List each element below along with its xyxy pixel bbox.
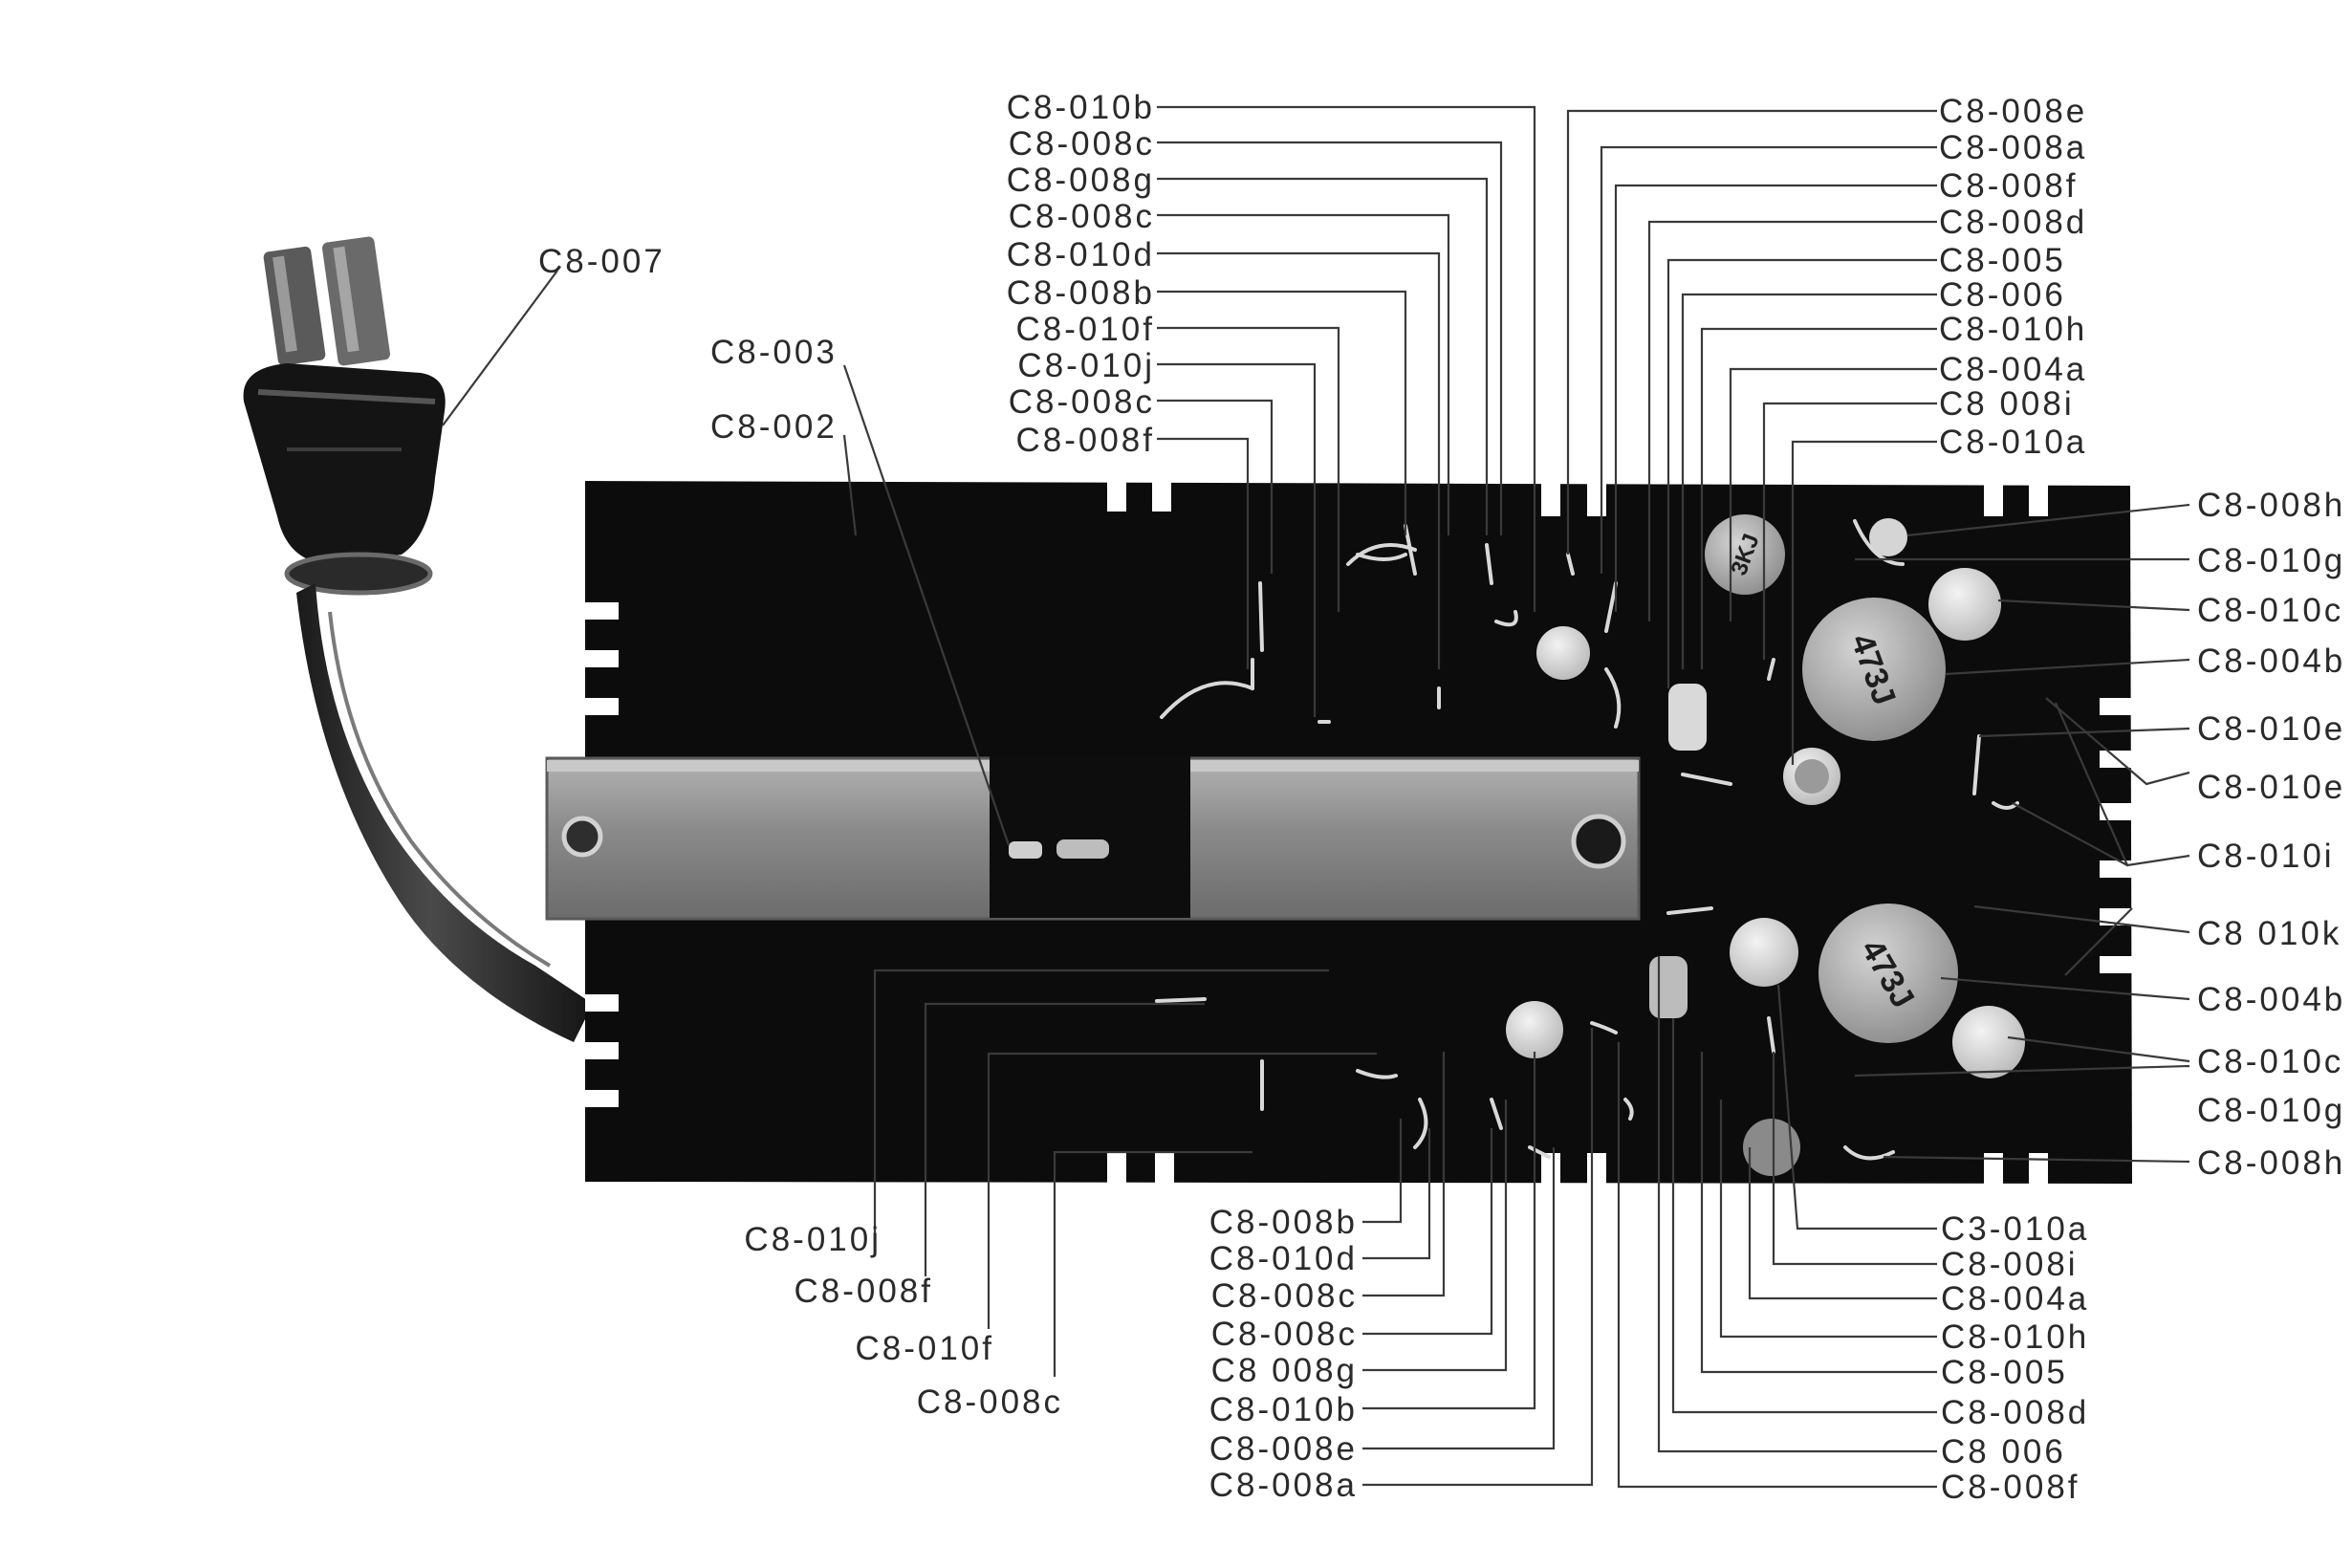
right-label: C8-010e (2197, 710, 2345, 748)
bottom-center-labels: C8-008b C8-010d C8-008c C8-008c C8 008g … (1209, 1204, 1358, 1504)
top-left-label: C8-008b (1007, 274, 1155, 312)
right-labels: C8-008h C8-010g C8-010c C8-004b C8-010e … (2197, 487, 2345, 1182)
top-right-label: C8-008a (1939, 129, 2087, 166)
bottom-left-label: C8-008f (794, 1273, 933, 1310)
right-label: C8-010i (2197, 838, 2335, 875)
bottom-center-label: C8-008c (1211, 1277, 1358, 1315)
top-right-label: C8-004a (1939, 351, 2087, 388)
leader-lines (442, 105, 2190, 1489)
right-label: C8-010c (2197, 592, 2343, 629)
bottom-center-label: C8 008g (1211, 1352, 1358, 1389)
bottom-center-label: C8-008c (1211, 1316, 1358, 1353)
capacitor-upper: 473J (1802, 598, 1946, 741)
top-left-labels: C8-010b C8-008c C8-008g C8-008c C8-010d … (1007, 89, 1155, 459)
top-left-label: C8-008c (1009, 125, 1155, 163)
bottom-left-labels: C8-010j C8-008f C8-010f C8-008c (744, 1221, 1063, 1421)
right-label: C8-004b (2197, 642, 2345, 680)
top-right-label: C8 008i (1939, 385, 2075, 423)
ceramic-disc (1952, 1006, 2025, 1078)
ceramic-disc (1506, 1001, 1563, 1058)
bottom-right-label: C8-010h (1941, 1318, 2089, 1356)
bottom-left-label: C8-010j (744, 1221, 882, 1258)
components: 473J 473J 3KJ (1155, 514, 2025, 1176)
top-right-label: C8-010a (1939, 424, 2087, 461)
top-right-label: C8-008e (1939, 93, 2087, 130)
board-label: C8-002 (710, 408, 838, 446)
top-left-label: C8-008g (1007, 162, 1155, 199)
bottom-right-label: C8-008d (1941, 1394, 2089, 1431)
top-left-label: C8-010b (1007, 89, 1155, 126)
top-right-label: C8-008d (1939, 204, 2087, 241)
ceramic-disc (1928, 568, 2001, 641)
metal-bracket (545, 755, 1641, 921)
bracket-label: C8-003 (710, 334, 838, 371)
top-left-label: C8-008f (1015, 422, 1155, 459)
top-right-label: C8-010h (1939, 311, 2087, 348)
capacitor-lower: 473J (1818, 904, 1958, 1043)
bottom-center-label: C8-010b (1209, 1391, 1358, 1428)
right-label: C8-010g (2197, 542, 2345, 579)
resistor (1668, 684, 1707, 751)
bottom-center-label: C8-008b (1209, 1204, 1358, 1241)
ceramic-disc (1743, 1119, 1800, 1176)
right-label: C8-008h (2197, 487, 2345, 524)
bottom-left-label: C8-010f (855, 1330, 994, 1367)
bottom-right-labels: C3-010a C8-008i C8-004a C8-010h C8-005 C… (1941, 1210, 2089, 1506)
top-left-label: C8-010f (1015, 311, 1155, 348)
connector-label: C8-007 (538, 243, 665, 280)
right-label: C8-010g (2197, 1092, 2345, 1129)
bottom-center-label: C8-008e (1209, 1430, 1358, 1468)
top-right-label: C8-006 (1939, 276, 2066, 314)
bottom-left-label: C8-008c (917, 1383, 1063, 1421)
bottom-right-label: C8-005 (1941, 1354, 2068, 1391)
top-left-label: C8-010j (1017, 347, 1155, 384)
top-left-label: C8-010d (1007, 236, 1155, 273)
connector-plug (243, 236, 593, 1042)
top-right-label: C8-005 (1939, 242, 2066, 279)
bottom-right-label: C8-004a (1941, 1280, 2089, 1318)
right-label: C8-004b (2197, 981, 2345, 1018)
top-right-label: C8-008f (1939, 167, 2079, 205)
right-label: C8-010c (2197, 1043, 2343, 1080)
bottom-center-label: C8-008a (1209, 1467, 1358, 1504)
capacitor-small: 3KJ (1705, 514, 1785, 595)
right-label: C8-010e (2197, 769, 2345, 806)
ceramic-disc (1536, 626, 1590, 680)
ceramic-disc (1730, 918, 1798, 987)
right-label: C8 010k (2197, 915, 2341, 952)
top-right-labels: C8-008e C8-008a C8-008f C8-008d C8-005 C… (1939, 93, 2087, 461)
bottom-center-label: C8-010d (1209, 1240, 1358, 1277)
top-left-label: C8-008c (1009, 198, 1155, 235)
top-left-label: C8-008c (1009, 383, 1155, 421)
bottom-right-label: C8 006 (1941, 1433, 2066, 1470)
bottom-right-label: C8-008f (1941, 1469, 2080, 1506)
bottom-right-label: C3-010a (1941, 1210, 2089, 1248)
right-label: C8-008h (2197, 1144, 2345, 1182)
bottom-right-label: C8-008i (1941, 1246, 2079, 1283)
resistor (1649, 956, 1688, 1018)
ceramic-disc (1869, 518, 1907, 556)
